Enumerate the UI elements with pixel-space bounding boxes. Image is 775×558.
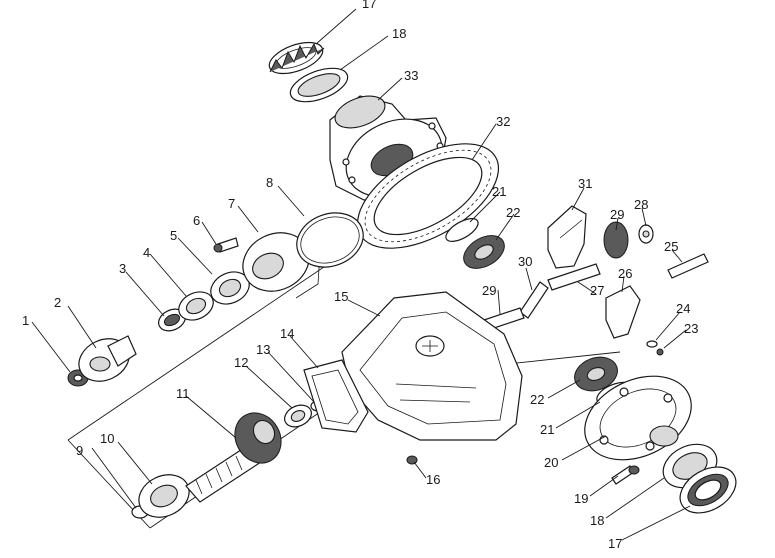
part-29-pinion-gear <box>603 221 629 259</box>
part-17-top-ring <box>268 41 325 75</box>
label-1: 1 <box>22 313 29 328</box>
part-3-seal <box>158 308 186 332</box>
label-31: 31 <box>578 176 592 191</box>
part-30-shaft <box>519 281 549 319</box>
leader-lines <box>31 8 691 541</box>
label-20: 20 <box>544 455 558 470</box>
label-29-left: 29 <box>482 283 496 298</box>
label-21-upper: 21 <box>492 184 506 199</box>
label-13: 13 <box>256 342 270 357</box>
label-17-bottom: 17 <box>608 536 622 551</box>
part-2-yoke-flange <box>78 335 137 382</box>
label-24: 24 <box>676 301 690 316</box>
part-21-upper-thrust-washer <box>445 218 479 242</box>
label-22-upper: 22 <box>506 205 520 220</box>
label-2: 2 <box>54 295 61 310</box>
part-5-bearing <box>210 271 250 305</box>
label-16: 16 <box>426 472 440 487</box>
label-17-top: 17 <box>362 0 376 11</box>
part-15-axle-housing <box>341 291 523 441</box>
label-28: 28 <box>634 197 648 212</box>
part-8-o-ring <box>296 212 364 268</box>
part-25-pin <box>667 253 709 279</box>
label-27: 27 <box>590 283 604 298</box>
part-19-bolt <box>611 465 640 485</box>
label-14: 14 <box>280 326 294 341</box>
part-32-ring-gear <box>356 143 500 249</box>
label-18-bottom: 18 <box>590 513 604 528</box>
label-22-lower: 22 <box>530 392 544 407</box>
label-6: 6 <box>193 213 200 228</box>
part-23-small-bolt <box>656 348 664 356</box>
label-30: 30 <box>518 254 532 269</box>
part-31-pinion-block <box>547 205 587 269</box>
label-19: 19 <box>574 491 588 506</box>
label-23: 23 <box>684 321 698 336</box>
label-26: 26 <box>618 266 632 281</box>
label-33: 33 <box>404 68 418 83</box>
label-25: 25 <box>664 239 678 254</box>
part-17-lower-ring <box>679 466 737 514</box>
part-27-cross-pin <box>547 263 601 291</box>
part-12-pinion-bearing-small <box>284 404 312 428</box>
label-11: 11 <box>176 386 190 401</box>
label-21-lower: 21 <box>540 422 554 437</box>
label-32: 32 <box>496 114 510 129</box>
part-16-drain-plug <box>406 455 418 465</box>
label-8: 8 <box>266 175 273 190</box>
label-15: 15 <box>334 289 348 304</box>
part-24-small-washer <box>646 340 658 348</box>
label-12: 12 <box>234 355 248 370</box>
part-22-upper-side-gear <box>463 235 505 269</box>
label-5: 5 <box>170 228 177 243</box>
label-29-right: 29 <box>610 207 624 222</box>
part-18-top-bearing <box>289 67 349 103</box>
part-14-gasket <box>303 359 369 433</box>
part-26-block <box>605 285 641 339</box>
label-10: 10 <box>100 431 114 446</box>
label-9: 9 <box>76 443 83 458</box>
label-7: 7 <box>228 196 235 211</box>
label-3: 3 <box>119 261 126 276</box>
part-6-bolt <box>213 237 239 253</box>
label-4: 4 <box>143 245 150 260</box>
part-10-pinion-bearing <box>138 474 190 518</box>
part-28-washer <box>638 224 654 244</box>
part-22-lower-side-gear <box>574 356 618 392</box>
label-18-top: 18 <box>392 26 406 41</box>
part-7-pinion-housing <box>242 232 321 299</box>
part-20-case-half <box>584 375 692 461</box>
part-11-pinion-gear-shaft <box>185 412 282 503</box>
part-number-labels: 17 18 33 32 8 7 6 5 4 3 2 1 9 10 11 12 1… <box>22 0 698 551</box>
